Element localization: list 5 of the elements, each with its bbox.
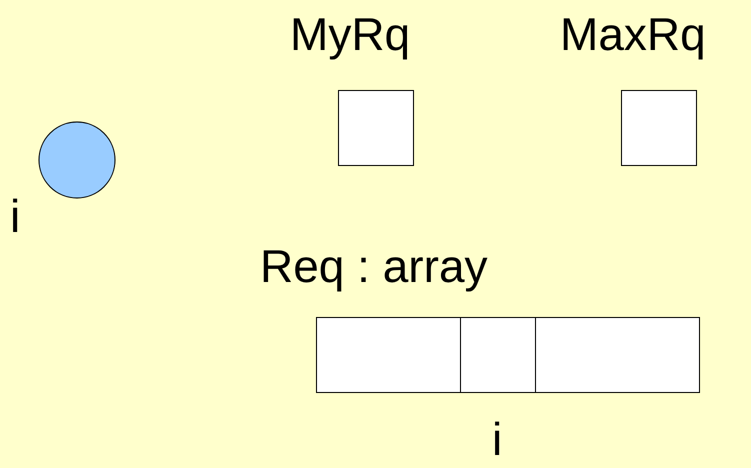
- array-title: Req : array: [260, 240, 488, 292]
- index-label: i: [492, 413, 502, 465]
- variable-name: MyRq: [290, 8, 410, 60]
- variable-name: MaxRq: [560, 8, 706, 60]
- variable-label: i: [10, 190, 20, 242]
